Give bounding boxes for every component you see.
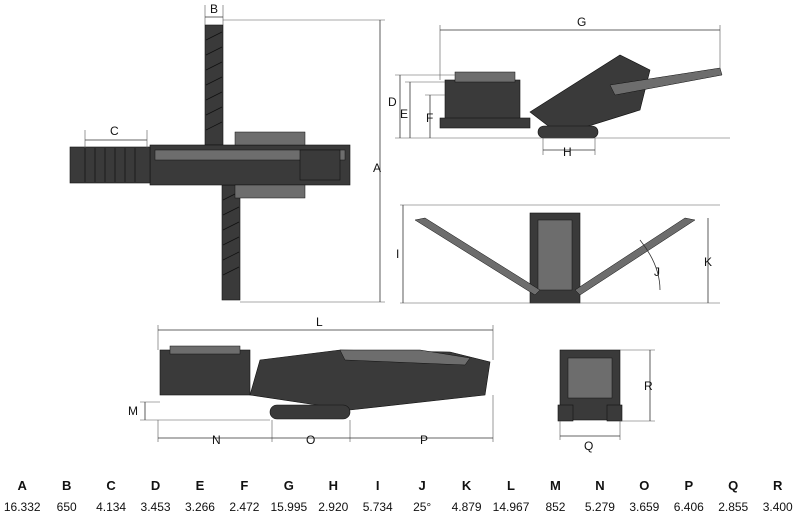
top-view: B C A (69, 2, 385, 303)
spec-value: 3.400 (762, 500, 793, 514)
spec-value: 3.266 (184, 500, 215, 514)
dimension-table: A B C D E F G H I J K L M N O P Q R 16.3… (0, 474, 800, 518)
dimension-values-row: 16.332 650 4.134 3.453 3.266 2.472 15.99… (0, 496, 800, 518)
end-view-transport: R Q (557, 349, 655, 453)
dim-label-n: N (212, 433, 221, 447)
spec-letter: J (418, 477, 426, 493)
dim-label-b: B (210, 2, 218, 16)
spec-value: 6.406 (673, 500, 704, 514)
dim-label-f: F (426, 111, 433, 125)
end-view-conveyors: I K J (396, 204, 720, 304)
spec-letter: I (375, 477, 380, 493)
dim-label-g: G (577, 15, 586, 29)
dim-label-r: R (644, 379, 653, 393)
spec-letter: G (283, 477, 294, 493)
spec-letter: F (240, 477, 249, 493)
spec-letter: A (17, 477, 27, 493)
spec-letter: R (773, 477, 783, 493)
spec-letter: N (595, 477, 605, 493)
dim-label-c: C (110, 124, 119, 138)
dim-label-i: I (396, 247, 399, 261)
dim-label-a: A (373, 161, 381, 175)
spec-letter: L (507, 477, 515, 493)
dim-label-d: D (388, 95, 397, 109)
spec-letter: K (461, 477, 472, 493)
spec-letter: D (150, 477, 161, 493)
spec-letter: M (550, 477, 561, 493)
spec-value: 650 (56, 500, 77, 514)
dim-label-k: K (704, 255, 712, 269)
side-view-working: G D E F H (388, 15, 730, 159)
spec-value: 14.967 (492, 500, 530, 514)
spec-value: 5.279 (584, 500, 615, 514)
spec-letter: B (61, 477, 72, 493)
spec-letter: P (684, 477, 694, 493)
spec-value: 15.995 (270, 500, 308, 514)
spec-value: 852 (545, 500, 566, 514)
dim-label-m: M (128, 404, 138, 418)
spec-value: 4.134 (96, 500, 127, 514)
spec-letter: O (639, 477, 650, 493)
spec-value: 5.734 (362, 500, 393, 514)
spec-letter: E (195, 477, 205, 493)
spec-value: 2.855 (718, 500, 749, 514)
spec-value: 2.920 (318, 500, 349, 514)
spec-value: 3.453 (140, 500, 171, 514)
spec-letter: Q (728, 477, 739, 493)
dim-label-e: E (400, 107, 408, 121)
dimension-letters-row: A B C D E F G H I J K L M N O P Q R (0, 474, 800, 496)
spec-value: 4.879 (451, 500, 482, 514)
spec-value: 25° (413, 500, 432, 514)
dim-label-o: O (306, 433, 315, 447)
side-view-transport: L M N O P (128, 315, 494, 447)
spec-letter: H (328, 477, 338, 493)
dim-label-j: J (654, 265, 660, 279)
spec-value: 2.472 (229, 500, 260, 514)
dim-label-h: H (563, 145, 572, 159)
spec-value: 16.332 (3, 500, 41, 514)
dim-label-q: Q (584, 439, 593, 453)
spec-letter: C (106, 477, 116, 493)
machine-dimension-drawing: B C A G D E F (69, 2, 730, 453)
dim-label-l: L (316, 315, 323, 329)
spec-value: 3.659 (629, 500, 660, 514)
dim-label-p: P (420, 433, 428, 447)
